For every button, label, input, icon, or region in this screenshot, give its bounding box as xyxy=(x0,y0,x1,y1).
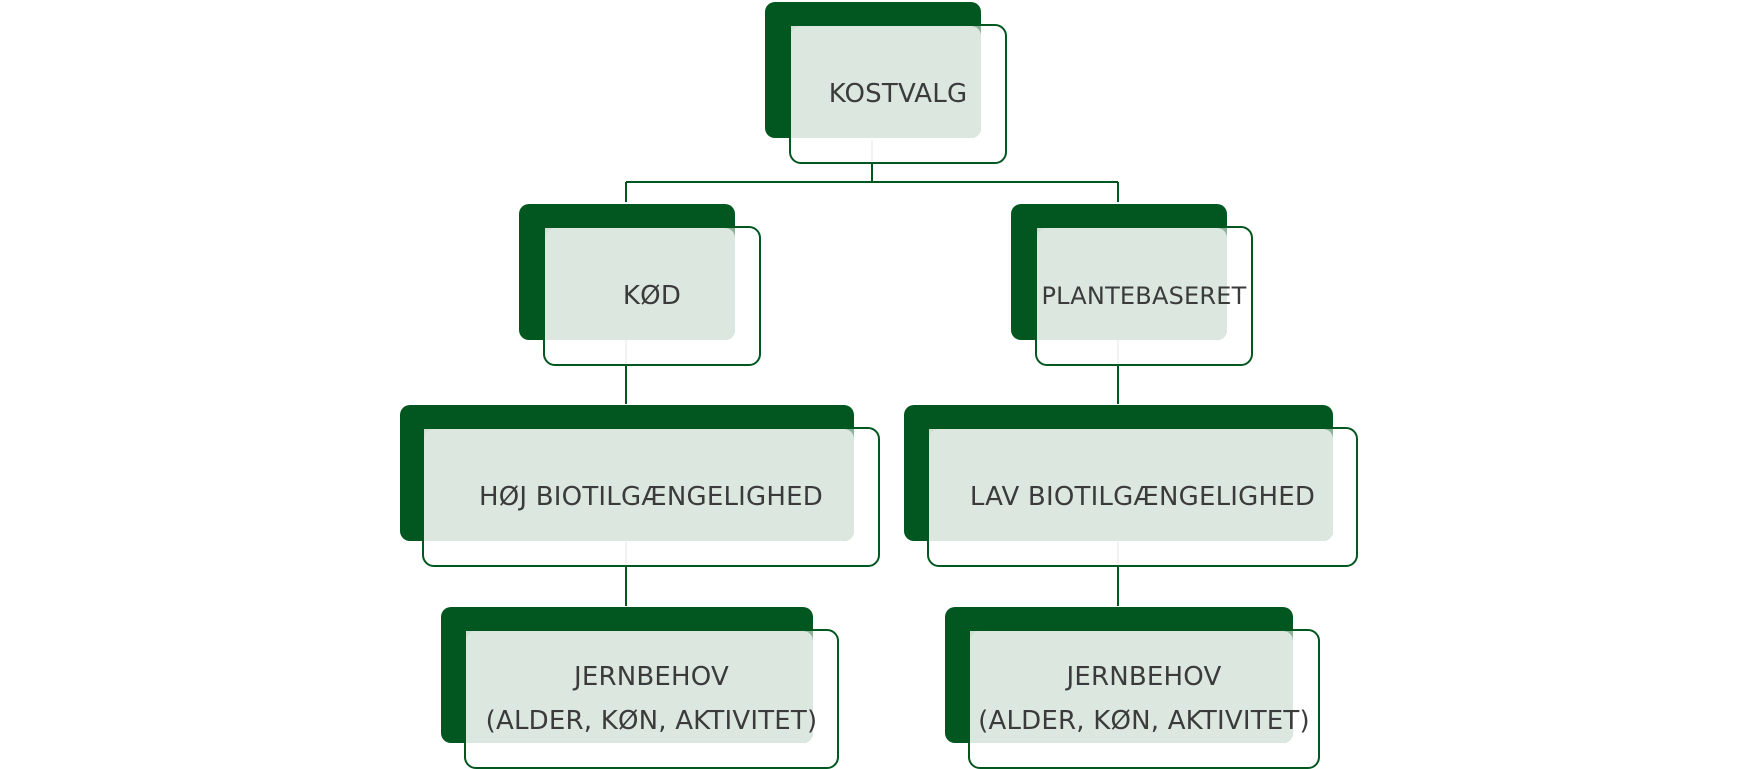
node-jernbehov-right-line2: (ALDER, KØN, AKTIVITET) xyxy=(978,706,1310,736)
node-jernbehov-left-line2: (ALDER, KØN, AKTIVITET) xyxy=(485,706,818,736)
node-kostvalg-label: KOSTVALG xyxy=(828,79,968,109)
node-lav-biotilgaengelighed-tint xyxy=(929,429,1333,541)
node-jernbehov-left-label: JERNBEHOV (ALDER, KØN, AKTIVITET) xyxy=(466,631,837,767)
node-jernbehov-left-line1: JERNBEHOV xyxy=(573,662,730,692)
node-kod-tint xyxy=(545,228,735,340)
node-jernbehov-right-tint xyxy=(970,631,1293,743)
node-plantebaseret-tint xyxy=(1037,228,1227,340)
node-lav-biotilgaengelighed-label: LAV BIOTILGÆNGELIGHED xyxy=(969,482,1316,512)
node-plantebaseret-label: PLANTEBASERET xyxy=(1041,282,1247,310)
node-hoj-biotilgaengelighed-label: HØJ BIOTILGÆNGELIGHED xyxy=(479,482,823,512)
node-jernbehov-right-line1: JERNBEHOV xyxy=(1066,662,1222,692)
node-kod-label: KØD xyxy=(622,281,682,311)
node-hoj-biotilgaengelighed-tint xyxy=(424,429,854,541)
node-kostvalg-tint xyxy=(791,26,981,138)
node-jernbehov-left-tint xyxy=(466,631,813,743)
node-jernbehov-right-label: JERNBEHOV (ALDER, KØN, AKTIVITET) xyxy=(970,631,1318,767)
